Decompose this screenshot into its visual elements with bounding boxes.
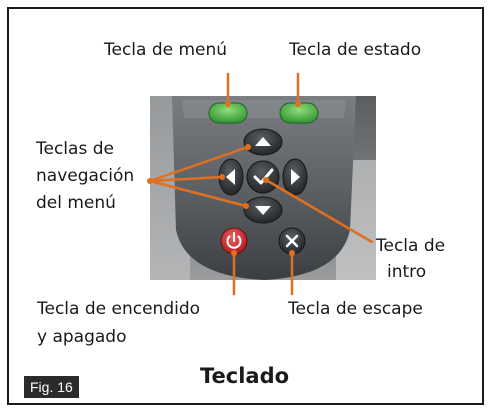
menu-key-label: Tecla de menú	[104, 40, 228, 60]
enter-key[interactable]	[246, 160, 280, 194]
enter-key-label-line1: Tecla de	[376, 236, 446, 256]
leader-nav-left	[148, 175, 224, 183]
nav-down-key[interactable]	[243, 196, 283, 224]
figure-badge: Fig. 16	[24, 376, 79, 398]
nav-keys-label-line3: del menú	[36, 193, 116, 213]
arrow-right-icon	[291, 169, 300, 185]
leader-endpoints	[147, 101, 301, 256]
leader-enter-key	[264, 178, 374, 244]
power-key-label-line2: y apagado	[37, 327, 127, 347]
checkmark-icon	[253, 168, 274, 185]
figure-caption: Teclado	[200, 364, 290, 388]
leader-lines	[148, 72, 374, 296]
enter-key-label-line2: intro	[387, 262, 427, 282]
nav-keys-label-line2: navegación	[36, 166, 135, 186]
arrow-left-icon	[226, 169, 235, 185]
leader-nav-down	[148, 179, 248, 208]
nav-up-key[interactable]	[243, 128, 283, 156]
nav-keys-label-line1: Teclas de	[36, 139, 114, 159]
status-key-label: Tecla de estado	[289, 40, 422, 60]
arrow-up-icon	[255, 137, 271, 146]
escape-key-label: Tecla de escape	[288, 299, 423, 319]
power-key-label-line1: Tecla de encendido	[37, 299, 201, 319]
power-key[interactable]	[220, 227, 248, 255]
power-icon	[226, 232, 242, 249]
leader-nav-up	[148, 145, 250, 183]
nav-right-key[interactable]	[282, 158, 308, 196]
close-icon	[285, 234, 299, 248]
arrow-down-icon	[255, 206, 271, 215]
